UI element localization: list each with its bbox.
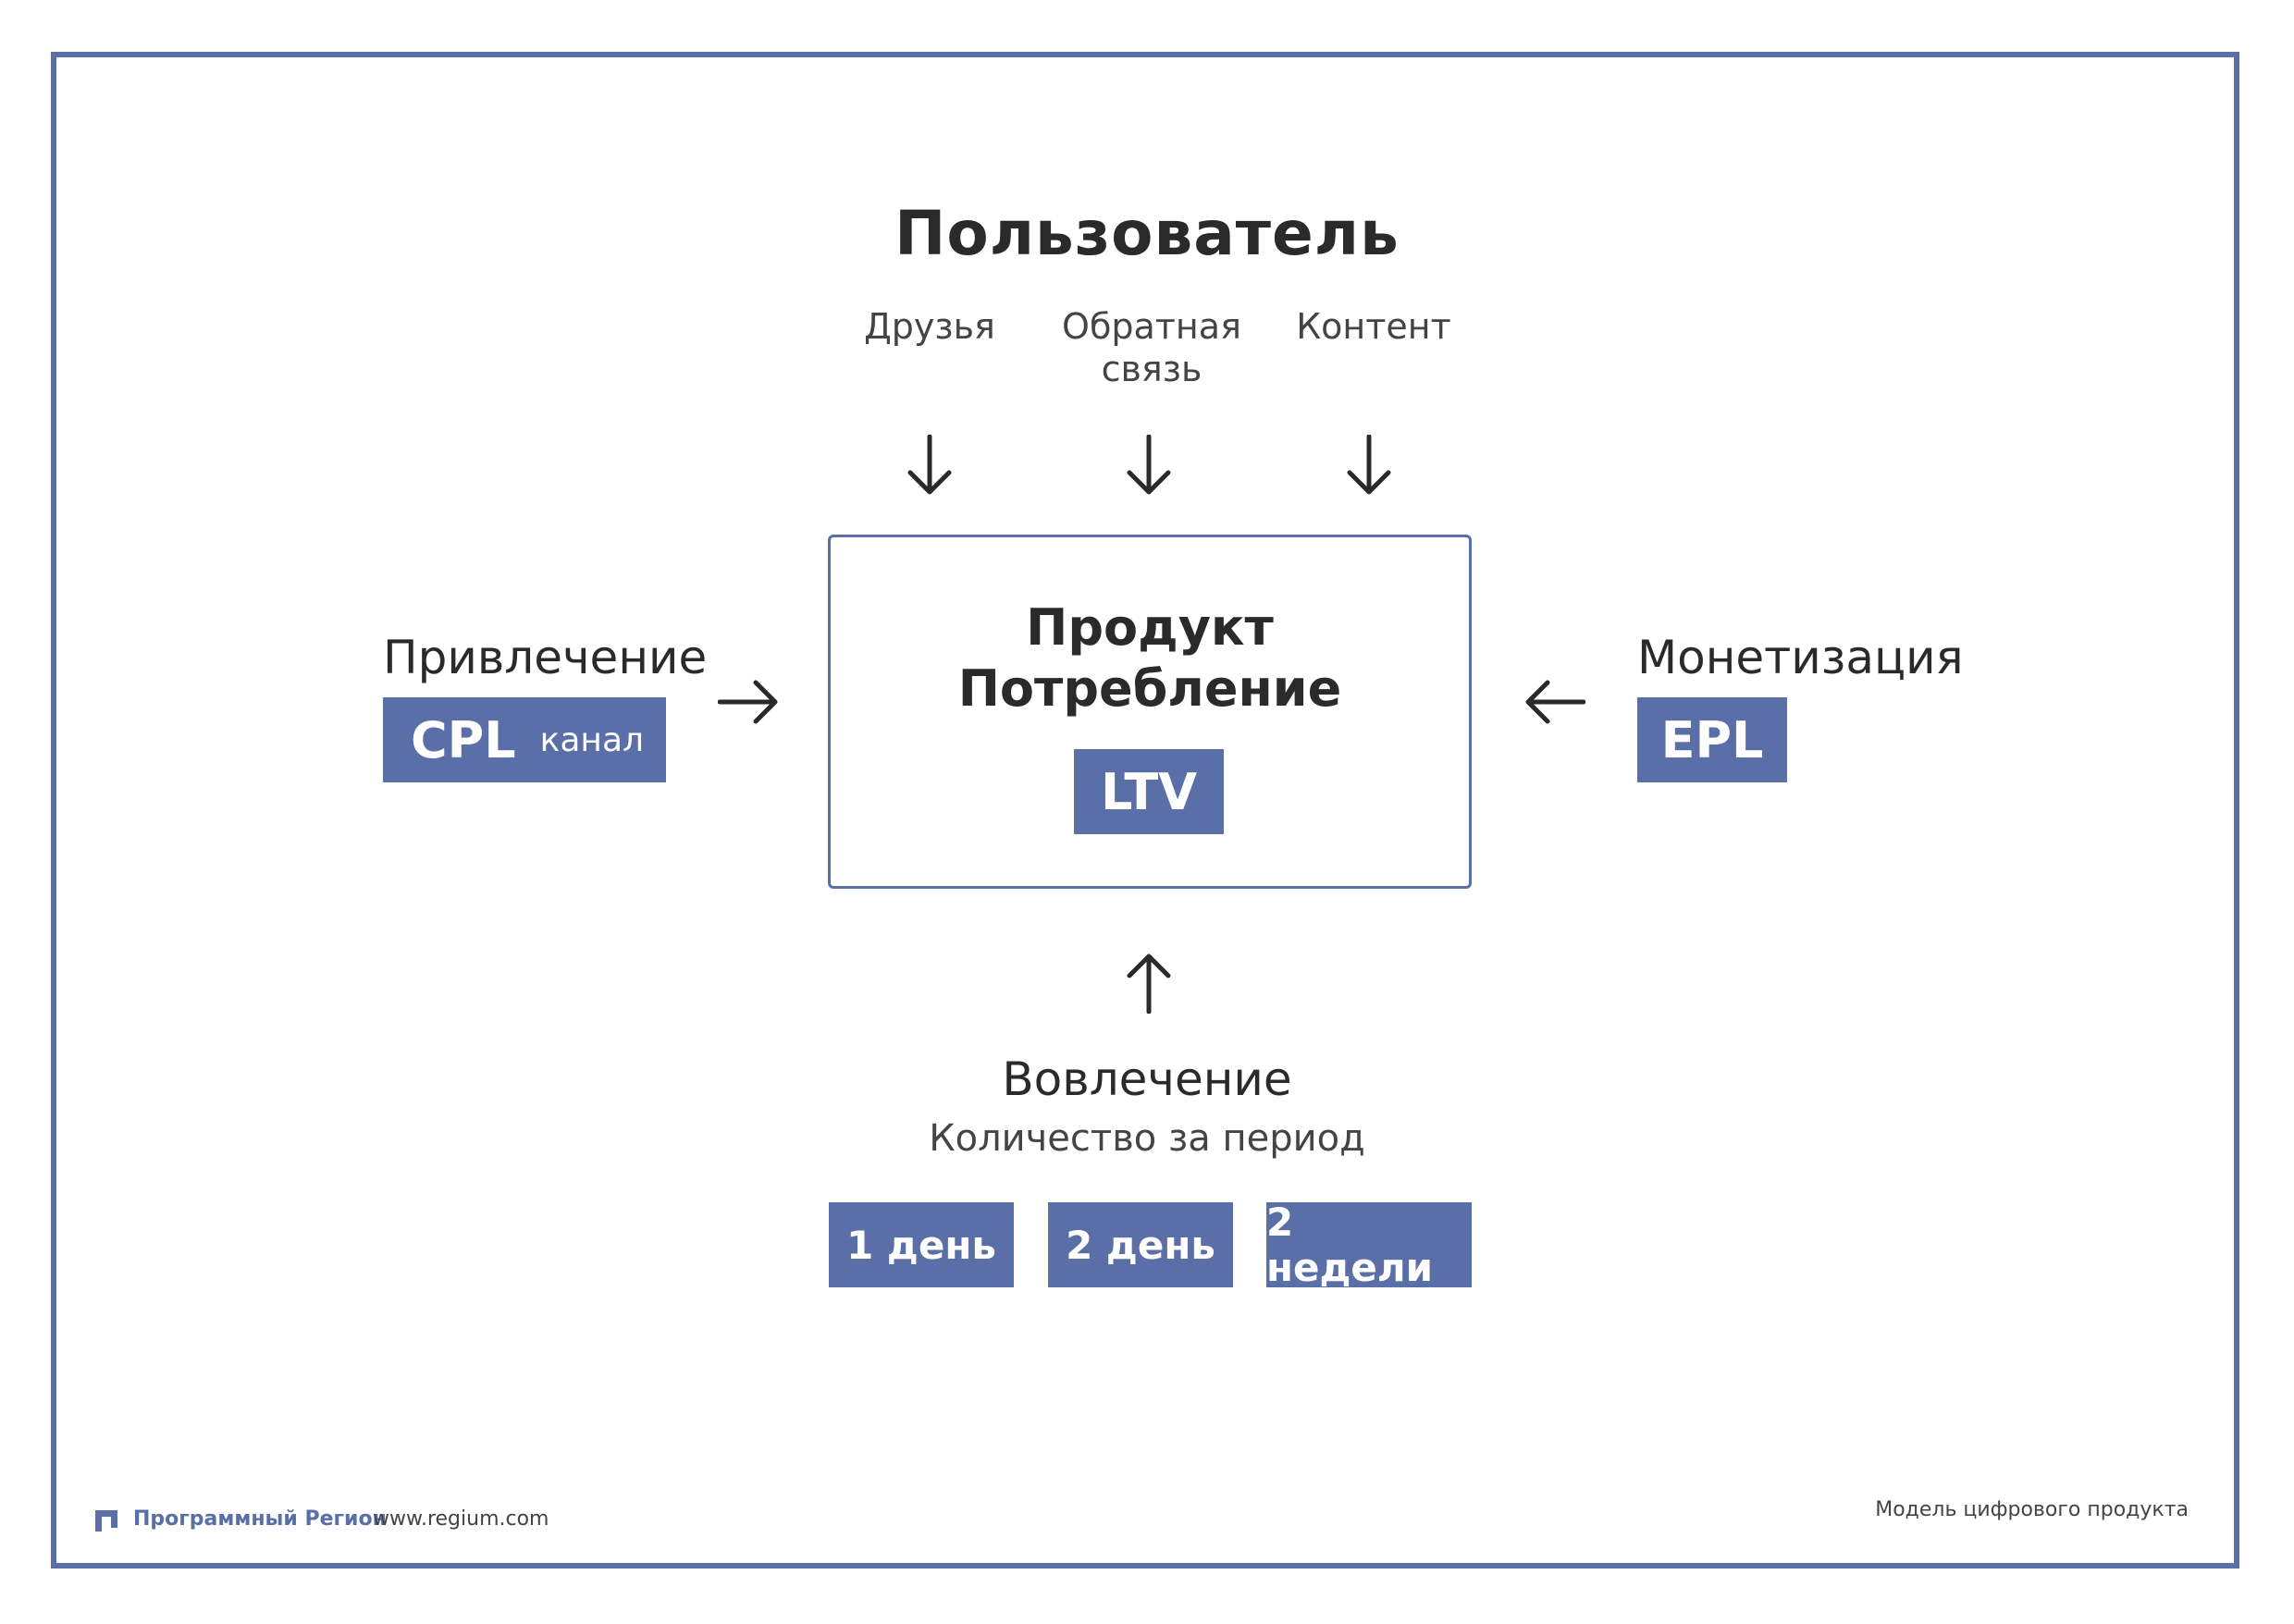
source-friends-label: Друзья [864,306,995,347]
diagram-title: Пользователь [894,198,1400,269]
period-badge-2: 2 день [1048,1202,1233,1287]
ltv-badge: LTV [1074,749,1224,834]
engagement-sublabel: Количество за период [929,1117,1365,1160]
arrow-down-icon [1346,435,1392,496]
product-title-line1: Продукт [1026,598,1274,657]
cpl-metric: CPL [411,710,516,769]
product-title-line2: Потребление [957,659,1342,718]
arrow-left-icon [1524,679,1585,725]
acquisition-label: Привлечение [383,631,708,684]
cpl-note: канал [539,720,645,759]
product-title: Продукт Потребление [828,597,1472,720]
arrow-right-icon [718,679,779,725]
cpl-badge: CPL канал [383,697,666,782]
arrow-down-icon [906,435,953,496]
source-content-label: Контент [1296,306,1451,347]
monetization-label: Монетизация [1637,631,1964,684]
arrow-up-icon [1126,953,1172,1014]
source-feedback-label: Обратная связь [1062,306,1241,389]
arrow-down-icon [1126,435,1172,496]
footer-caption: Модель цифрового продукта [1875,1498,2189,1521]
logo-icon [92,1507,120,1537]
footer-brand: Программный Регион [133,1507,387,1531]
page-frame [51,52,2239,1569]
period-badge-1: 1 день [829,1202,1014,1287]
epl-badge: EPL [1637,697,1787,782]
engagement-label: Вовлечение [1002,1052,1292,1106]
footer-url[interactable]: www.regium.com [373,1507,549,1531]
period-badge-3: 2 недели [1266,1200,1472,1290]
